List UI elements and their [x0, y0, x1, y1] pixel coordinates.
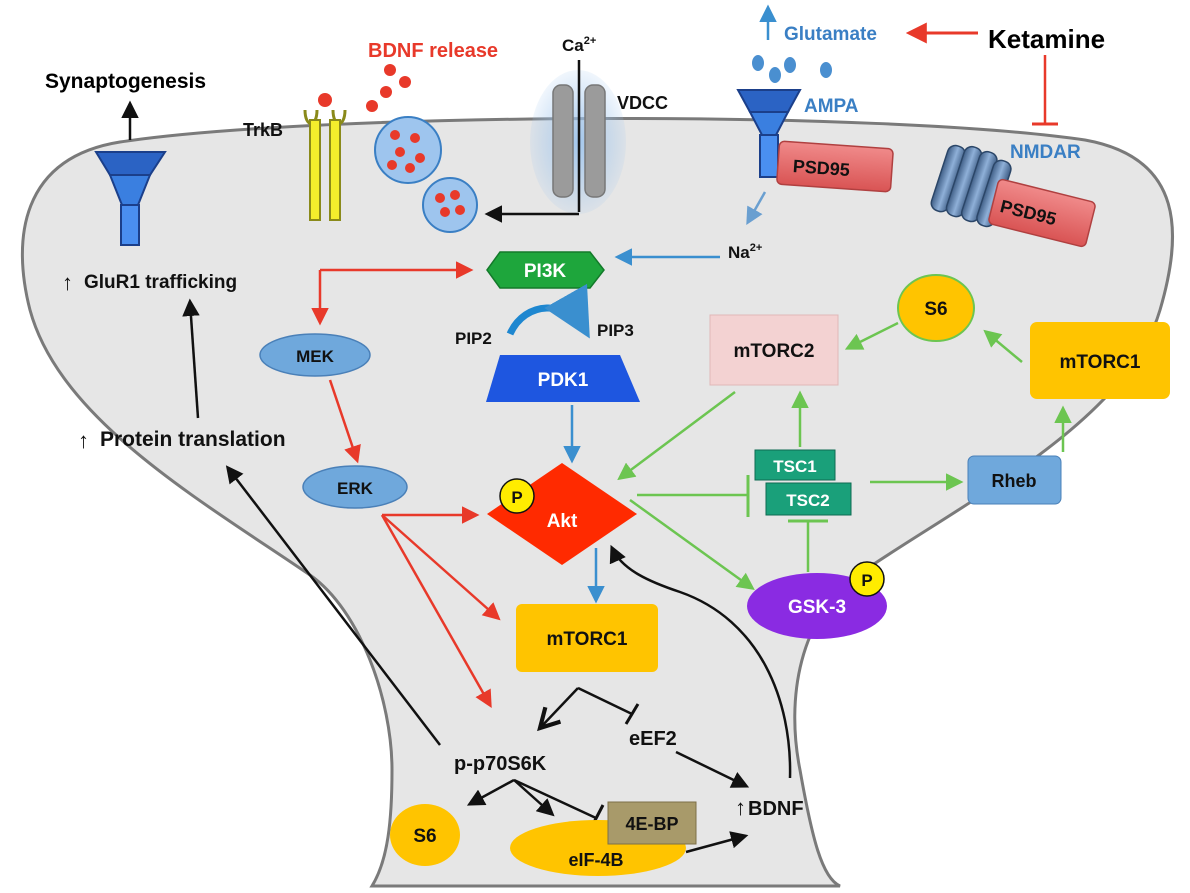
mtorc1-branch-split	[540, 686, 640, 728]
erk-to-mtorc1-arrow	[381, 514, 501, 621]
svg-text:GSK-3: GSK-3	[788, 597, 846, 618]
akt-inhibits-tsc	[637, 475, 750, 517]
mek-to-erk-arrow	[328, 379, 361, 464]
s6-bottom-node: S6	[390, 804, 460, 866]
protein-translation-label: Protein translation	[100, 428, 286, 451]
psd95-nmdar: PSD95	[988, 178, 1096, 248]
bdnf-release-label: BDNF release	[368, 40, 498, 62]
bdnf-label: BDNF	[748, 798, 804, 820]
bdnf-to-akt-arrow	[609, 544, 792, 779]
trkb-receptor	[303, 93, 347, 221]
protein-translation-up-marker: ↑	[78, 428, 89, 453]
mek-node: MEK	[259, 333, 371, 377]
s6-top-node: S6	[897, 274, 975, 342]
svg-text:TSC2: TSC2	[786, 491, 829, 510]
pip2-label: PIP2	[455, 329, 492, 348]
svg-text:MEK: MEK	[296, 347, 335, 366]
translation-to-glur1-arrow	[182, 298, 200, 419]
trkb-label: TrkB	[243, 120, 283, 140]
svg-text:P: P	[511, 488, 522, 507]
ampa-to-na-arrow	[746, 191, 767, 226]
p70s6k-to-translation-arrow	[225, 465, 441, 746]
bdnf-vesicle-inner	[422, 177, 478, 233]
svg-text:P: P	[861, 571, 872, 590]
glutamate-particles	[752, 55, 832, 83]
bdnf-vesicle-membrane	[374, 116, 442, 184]
ampa-label: AMPA	[804, 96, 859, 117]
pdk1-node: PDK1	[486, 355, 640, 402]
erk-node: ERK	[302, 465, 408, 509]
svg-text:S6: S6	[924, 299, 947, 320]
mtorc2-node: mTORC2	[709, 314, 839, 386]
bdnf-up-marker: ↑	[735, 795, 746, 820]
synaptogenesis-label: Synaptogenesis	[45, 70, 206, 93]
svg-text:PSD95: PSD95	[792, 156, 850, 180]
svg-text:mTORC1: mTORC1	[1060, 352, 1141, 373]
mtorc1-right-node: mTORC1	[1030, 322, 1170, 399]
glur1-label: GluR1 trafficking	[84, 272, 237, 293]
p70s6k-to-s6-arrow	[466, 778, 515, 806]
pip2-pip3-arrow	[506, 283, 590, 339]
svg-text:ERK: ERK	[337, 479, 374, 498]
pi3k-node: PI3K	[486, 251, 605, 289]
nmdar-label: NMDAR	[1010, 142, 1081, 163]
gsk3-node: GSK-3	[747, 573, 887, 639]
ampa-receptor	[736, 89, 802, 178]
svg-text:PDK1: PDK1	[538, 370, 589, 391]
na-label: Na2+	[728, 242, 762, 262]
svg-text:S6: S6	[413, 826, 436, 847]
ca-label: Ca2+	[562, 35, 596, 55]
mtorc1-right-to-s6-arrow	[983, 329, 1023, 363]
akt-phospho-badge: P	[499, 478, 535, 514]
vdcc-label: VDCC	[617, 93, 668, 113]
svg-text:Rheb: Rheb	[992, 471, 1037, 491]
svg-text:eIF-4B: eIF-4B	[568, 850, 623, 870]
ketamine-label: Ketamine	[988, 24, 1105, 54]
gsk3-inhibits-tsc2	[788, 519, 828, 572]
gsk3-phospho-badge: P	[849, 561, 885, 597]
erk-to-p70s6k-arrow	[380, 514, 492, 709]
mtorc1-center-node: mTORC1	[516, 604, 658, 672]
svg-text:TSC1: TSC1	[773, 457, 816, 476]
rheb-node: Rheb	[967, 455, 1062, 505]
tsc1-node: TSC1	[754, 449, 836, 481]
psd95-ampa: PSD95	[776, 140, 894, 193]
svg-text:mTORC2: mTORC2	[734, 341, 815, 362]
akt-to-gsk3-arrow	[629, 498, 755, 591]
p70s6k-to-eif4b-arrow	[513, 779, 555, 817]
svg-text:PI3K: PI3K	[524, 261, 567, 282]
eef2-label: eEF2	[629, 728, 677, 750]
glur1-up-marker: ↑	[62, 270, 73, 295]
synaptogenesis-receptor	[94, 151, 167, 246]
svg-text:Akt: Akt	[547, 511, 578, 532]
tsc2-node: TSC2	[765, 482, 852, 516]
p70s6k-label: p-p70S6K	[454, 753, 547, 775]
pip3-label: PIP3	[597, 321, 634, 340]
glutamate-label: Glutamate	[784, 24, 877, 45]
svg-text:mTORC1: mTORC1	[547, 629, 628, 650]
bdnf-particles	[366, 64, 411, 112]
e4bp-node: 4E-BP	[607, 801, 697, 845]
nmdar-channel	[930, 144, 1012, 228]
s6-to-mtorc2-arrow	[844, 321, 899, 350]
eef2-to-bdnf-arrow	[675, 750, 750, 788]
ketamine-inhibits-nmdar	[1032, 55, 1058, 126]
mtorc2-to-akt-arrow	[617, 390, 736, 481]
eif4b-to-bdnf-arrow	[685, 831, 749, 854]
svg-text:4E-BP: 4E-BP	[625, 814, 678, 834]
vdcc-channel	[530, 70, 626, 214]
